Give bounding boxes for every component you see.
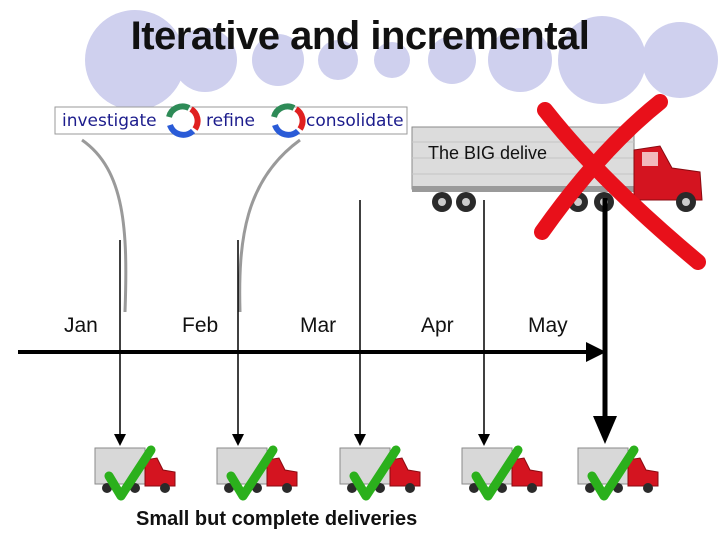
phase-investigate: investigate [62, 111, 157, 131]
month-may: May [528, 314, 568, 337]
check-icon [471, 445, 523, 501]
slide-title: Iterative and incremental [130, 14, 590, 58]
check-icon [587, 445, 639, 501]
phase-refine: refine [206, 111, 256, 131]
month-apr: Apr [421, 314, 454, 337]
small-deliveries [94, 445, 659, 501]
decor-circle [488, 28, 552, 92]
footer-caption: Small but complete deliveries [136, 508, 418, 530]
month-jan: Jan [64, 314, 98, 337]
decor-circle [374, 42, 410, 78]
decor-circle [642, 22, 718, 98]
curve-feb [238, 138, 301, 313]
cross-icon [534, 94, 706, 270]
check-icon [349, 445, 401, 501]
decor-circle [252, 34, 304, 86]
cycle-icon [166, 103, 201, 138]
decor-circle [558, 16, 646, 104]
big-delivery-arrow [593, 198, 617, 444]
phase-strip [54, 106, 408, 135]
timeline [18, 342, 606, 362]
decor-circle [318, 40, 358, 80]
decor-circle [173, 28, 237, 92]
decor-circle [85, 10, 185, 110]
phase-consolidate: consolidate [306, 111, 404, 131]
delivery-arrows [114, 200, 490, 446]
decor-circle [428, 36, 476, 84]
cycle-icon [271, 103, 306, 138]
month-mar: Mar [300, 314, 337, 337]
check-icon [104, 445, 156, 501]
month-feb: Feb [182, 314, 219, 337]
timeline-arrowhead [586, 342, 606, 362]
check-icon [226, 445, 278, 501]
decor-circles [85, 10, 718, 110]
iteration-curves [81, 138, 301, 313]
curve-jan [81, 138, 128, 313]
big-delivery-label: The BIG delive [428, 143, 548, 163]
